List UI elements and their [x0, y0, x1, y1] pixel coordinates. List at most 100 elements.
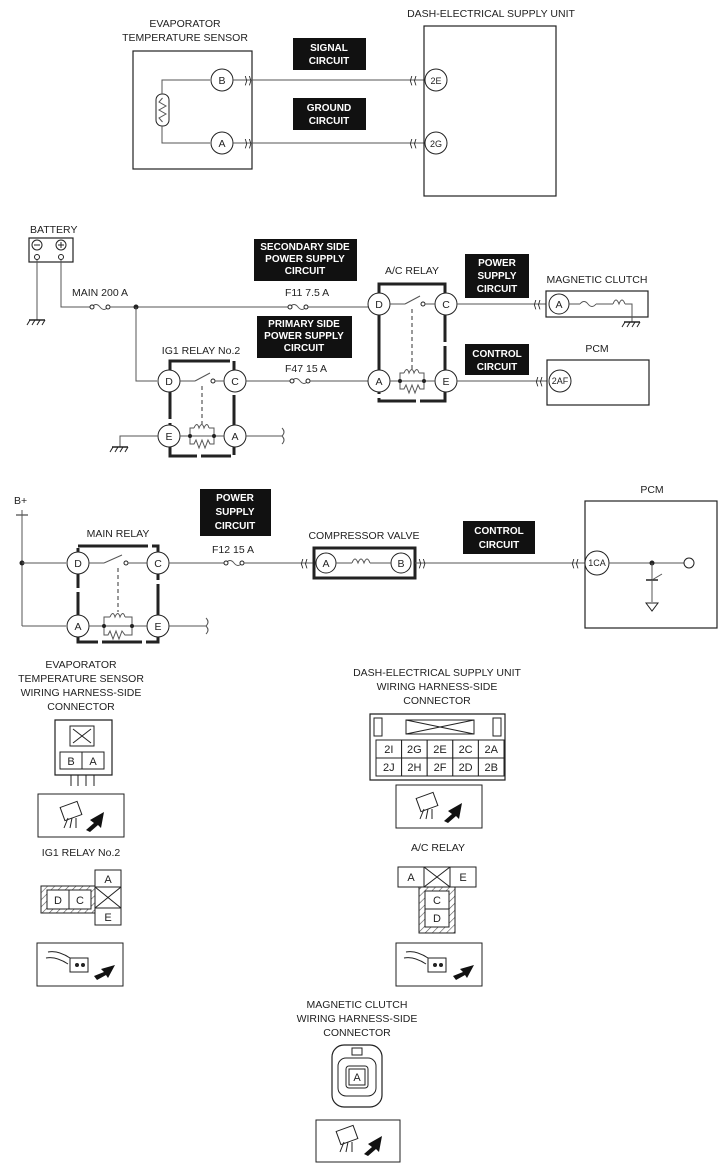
ig1-pin-a-label: A — [104, 874, 112, 886]
wire-a-internal — [161, 126, 210, 144]
control-circuit-badge — [463, 521, 535, 554]
power-label-2: SUPPLY — [215, 507, 254, 518]
mc-pin-a-label: A — [353, 1072, 361, 1084]
connector-mark-right: ⟩⟩ — [244, 138, 252, 150]
bplus-label: B+ — [14, 495, 27, 507]
battery-positive-wire — [60, 260, 92, 308]
pin-a-label: A — [218, 138, 225, 150]
ac-pin-a-label: A — [375, 376, 382, 388]
ground-label-2: CIRCUIT — [309, 116, 350, 127]
secondary-label-3: CIRCUIT — [285, 266, 326, 277]
ac-pin-e-label: E — [459, 872, 466, 884]
connector-mark-left: ⟨⟨ — [571, 558, 579, 570]
mc-pin-a-cell — [348, 1068, 366, 1086]
connector-mark-left: ⟨⟨ — [409, 138, 417, 150]
pin-2e-circle — [424, 68, 448, 92]
clutch-coil-icon — [612, 299, 626, 306]
dash-pin-label: 2G — [407, 744, 422, 756]
ground-label-1: GROUND — [307, 103, 351, 114]
dash-pin-label: 2D — [459, 762, 473, 774]
control-label-2: CIRCUIT — [477, 362, 518, 373]
relay-coil-icon — [109, 613, 126, 619]
pin-2g-label: 2G — [430, 139, 442, 149]
connector-view-arrow-icon — [37, 793, 125, 838]
ac-pin-c-label: C — [442, 299, 450, 311]
ac-pin-c-label: C — [433, 895, 441, 907]
primary-label-3: CIRCUIT — [284, 343, 325, 354]
magnetic-clutch-title: MAGNETIC CLUTCH — [547, 274, 648, 286]
pin-2g-circle — [424, 131, 448, 155]
control-label-1: CONTROL — [472, 349, 521, 360]
ac-pin-d-label: D — [375, 299, 383, 311]
ig1-pin-e-label: E — [165, 431, 172, 443]
battery-label: BATTERY — [30, 224, 77, 236]
ig1-pin-a-cell — [94, 869, 122, 888]
relay-switch-icon — [404, 295, 421, 305]
mc-conn-title-1: MAGNETIC CLUTCH — [307, 999, 408, 1011]
primary-side-badge — [257, 316, 352, 358]
ac-pin-a-label: A — [407, 872, 415, 884]
clutch-diode-icon — [579, 301, 597, 307]
ground-icon — [645, 602, 659, 612]
main-fuse-label: MAIN 200 A — [72, 287, 128, 299]
ac-pin-d-label: D — [433, 913, 441, 925]
f47-label: F47 15 A — [285, 363, 327, 375]
ac-conn-title: A/C RELAY — [411, 842, 465, 854]
sensor-title-line1: EVAPORATOR — [149, 18, 221, 30]
connector-mark-left: ⟨⟨ — [300, 558, 308, 570]
connector-view-arrow-icon — [315, 1119, 401, 1163]
sensor-title-line2: TEMPERATURE SENSOR — [122, 32, 248, 44]
ig1-feed-wire — [135, 307, 157, 382]
pcm-title: PCM — [640, 484, 663, 496]
ground-icon — [109, 446, 129, 453]
ig1-pin-e-label: E — [104, 912, 111, 924]
ac-relay-circuit: BATTERY MAIN 200 A F11 7.5 A SECONDARY S… — [26, 224, 650, 458]
ground-circuit-badge — [293, 98, 366, 130]
signal-label-2: CIRCUIT — [309, 56, 350, 67]
control-label-1: CONTROL — [474, 526, 523, 537]
main-relay-pin-e-label: E — [154, 621, 161, 633]
secondary-label-2: POWER SUPPLY — [265, 254, 345, 265]
evap-conn-title-1: EVAPORATOR — [45, 659, 117, 671]
evap-pin-b-label: B — [67, 756, 74, 768]
main-relay-pin-a-label: A — [74, 621, 81, 633]
ig1-pin-c-label: C — [231, 376, 239, 388]
pcm-pin-1ca-label: 1CA — [588, 558, 606, 568]
evap-sensor-circuit: EVAPORATOR TEMPERATURE SENSOR B A ⟩⟩ ⟩⟩ … — [122, 8, 576, 197]
dash-pin-label: 2I — [384, 744, 393, 756]
control-label-2: CIRCUIT — [479, 540, 520, 551]
ig1-pin-d-label: D — [54, 895, 62, 907]
power-supply-badge — [200, 489, 271, 536]
evap-sensor-box — [132, 50, 253, 170]
relay-resistor-icon — [189, 436, 215, 450]
valve-pin-a-label: A — [322, 558, 329, 570]
connector-mark-left: ⟨⟨ — [533, 299, 541, 311]
power-supply-badge — [465, 254, 529, 298]
dash-pin-label: 2A — [484, 744, 498, 756]
primary-label-2: POWER SUPPLY — [264, 331, 344, 342]
clutch-pin-a-label: A — [555, 299, 562, 311]
control-circuit-badge — [465, 344, 529, 375]
dash-pin-cell — [477, 757, 505, 777]
connector-mark-right: ⟩⟩ — [418, 558, 426, 570]
pcm-pin-2af — [548, 369, 572, 393]
relay-resistor-icon — [399, 381, 425, 395]
dash-pin-label: 2C — [459, 744, 473, 756]
f11-fuse-icon — [289, 304, 307, 310]
wire-continuation-icon — [246, 427, 285, 445]
ig1-conn-title: IG1 RELAY No.2 — [42, 847, 121, 859]
ig1-pin-c-cell — [68, 889, 92, 910]
ac-pin-e-label: E — [442, 376, 449, 388]
power-label-1: POWER — [478, 258, 517, 269]
relay-switch-icon — [194, 372, 211, 382]
valve-coil-icon — [351, 558, 371, 565]
f11-label: F11 7.5 A — [285, 287, 329, 299]
main-relay-pin-c-label: C — [154, 558, 162, 570]
pin-2e-label: 2E — [430, 76, 441, 86]
evap-pin-a-label: A — [89, 756, 97, 768]
thermistor-zigzag — [157, 97, 168, 123]
evap-conn-title-2: TEMPERATURE SENSOR — [18, 673, 144, 685]
relay-resistor-icon — [103, 626, 133, 641]
